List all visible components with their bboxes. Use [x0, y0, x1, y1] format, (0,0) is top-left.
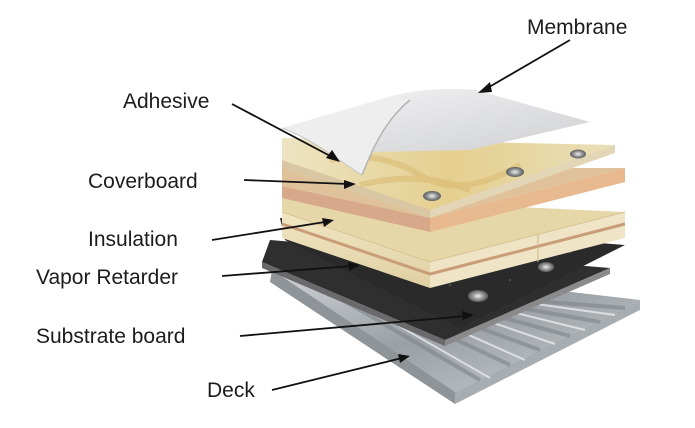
- vapor-retarder-leader: [221, 265, 353, 277]
- screw-plate-icon: [423, 149, 586, 201]
- substrate-board-leader: [239, 315, 467, 337]
- label-vapor-retarder: Vapor Retarder: [36, 266, 179, 289]
- arrowhead-icon: [478, 82, 492, 93]
- membrane-leader: [483, 39, 571, 91]
- label-adhesive: Adhesive: [123, 90, 210, 113]
- arrowhead-icon: [462, 311, 474, 320]
- arrowhead-icon: [398, 354, 410, 363]
- insulation-leader: [211, 221, 326, 241]
- label-deck: Deck: [207, 379, 255, 402]
- arrowheads: [322, 82, 492, 363]
- label-insulation: Insulation: [88, 228, 178, 251]
- coverboard-leader: [243, 179, 349, 185]
- deck-leader: [271, 357, 403, 391]
- label-coverboard: Coverboard: [88, 170, 198, 193]
- arrowhead-icon: [322, 218, 334, 227]
- screw-plate-icon: [468, 262, 554, 302]
- label-substrate-board: Substrate board: [36, 325, 186, 348]
- membrane-layer: [281, 88, 590, 176]
- arrowhead-icon: [348, 262, 360, 271]
- arrowhead-icon: [344, 180, 356, 189]
- adhesive-leader: [231, 103, 335, 159]
- arrowhead-icon: [326, 150, 340, 162]
- label-membrane: Membrane: [527, 16, 628, 39]
- leader-lines: [211, 39, 571, 391]
